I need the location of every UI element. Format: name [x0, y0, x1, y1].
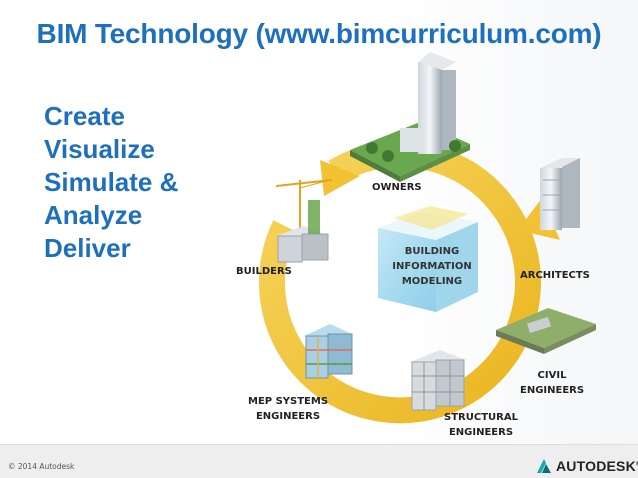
label-owners: OWNERS — [372, 182, 422, 193]
label-architects: ARCHITECTS — [520, 270, 590, 281]
registered-mark: ® — [636, 461, 638, 467]
label-civil-engineers: CIVIL ENGINEERS — [520, 368, 584, 398]
label-civil-line-1: CIVIL — [537, 370, 567, 381]
verb-create: Create — [44, 101, 125, 131]
label-builders: BUILDERS — [236, 266, 292, 277]
builders-crane-icon — [275, 179, 333, 263]
label-civil-line-2: ENGINEERS — [520, 385, 585, 396]
civil-site-icon — [496, 308, 596, 354]
verb-deliver: Deliver — [44, 233, 131, 263]
structural-building-icon — [410, 350, 466, 411]
label-structural-line-1: STRUCTURAL — [444, 412, 518, 423]
center-line-2: INFORMATION — [392, 261, 472, 272]
verb-analyze: Analyze — [44, 200, 143, 230]
autodesk-logo-icon — [537, 459, 551, 473]
center-line-1: BUILDING — [404, 246, 460, 257]
owners-building-icon — [350, 52, 470, 182]
verb-visualize: Visualize — [44, 134, 155, 164]
slide-footer: © 2014 Autodesk AUTODESK® — [0, 444, 638, 478]
center-line-3: MODELING — [401, 276, 463, 287]
label-mep-line-1: MEP SYSTEMS — [248, 396, 329, 407]
slide-title: BIM Technology (www.bimcurriculum.com) — [36, 18, 602, 49]
autodesk-logo-text: AUTODESK® — [556, 458, 638, 474]
label-structural-engineers: STRUCTURAL ENGINEERS — [444, 410, 518, 440]
bim-verbs-list: Create Visualize Simulate & Analyze Deli… — [44, 100, 178, 265]
label-mep-line-2: ENGINEERS — [255, 411, 321, 422]
architects-building-icon — [540, 158, 580, 230]
verb-simulate: Simulate & — [44, 167, 179, 197]
label-structural-line-2: ENGINEERS — [448, 427, 514, 438]
mep-building-icon — [304, 324, 353, 379]
bim-cube-icon — [378, 206, 478, 312]
copyright-text: © 2014 Autodesk — [8, 462, 75, 471]
bim-center-label: BUILDING INFORMATION MODELING — [386, 244, 478, 289]
autodesk-logo: AUTODESK® — [536, 457, 638, 475]
autodesk-wordmark: AUTODESK — [556, 458, 636, 474]
bim-lifecycle-diagram — [258, 52, 596, 424]
label-mep-engineers: MEP SYSTEMS ENGINEERS — [248, 394, 328, 424]
